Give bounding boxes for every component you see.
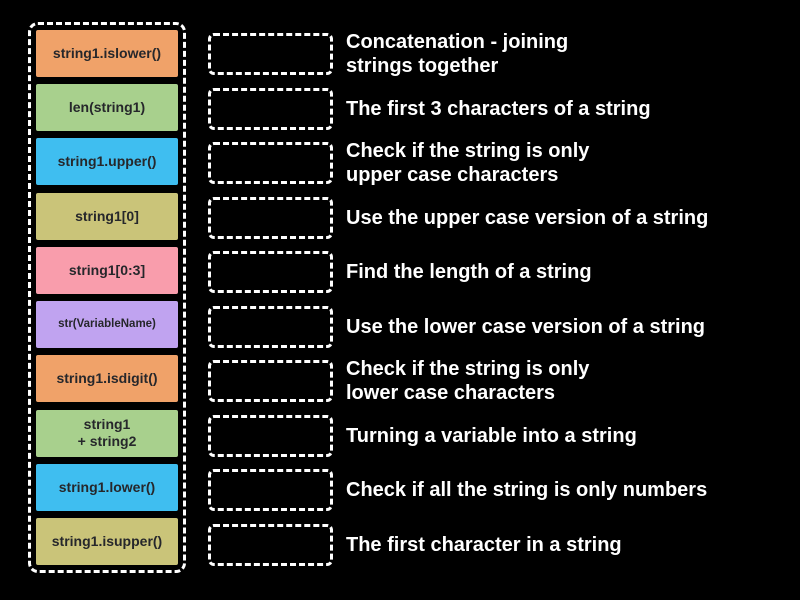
match-row: Check if the string is only lower case c…	[208, 354, 788, 409]
definition-text: Turning a variable into a string	[346, 424, 637, 447]
answer-tile-islower[interactable]: string1.islower()	[36, 30, 178, 77]
drop-zone[interactable]	[208, 469, 333, 512]
match-row: Check if the string is only upper case c…	[208, 136, 788, 191]
answer-tile-label: string1.islower()	[52, 45, 162, 61]
answer-tile-label: string1 + string2	[77, 416, 137, 450]
answer-tile-upper[interactable]: string1.upper()	[36, 138, 178, 186]
answer-tile-lower[interactable]: string1.lower()	[36, 463, 178, 511]
drop-zone[interactable]	[208, 414, 333, 457]
answer-tile-index0[interactable]: string1[0]	[36, 192, 178, 240]
answer-tile-label: len(string1)	[68, 99, 146, 116]
answer-tile-label: str(VariableName)	[58, 318, 156, 331]
match-row: Use the upper case version of a string	[208, 191, 788, 246]
answer-tile-label: string1.isdigit()	[56, 370, 158, 387]
definition-text: The first character in a string	[346, 533, 622, 556]
answer-tile-label: string1.lower()	[58, 478, 156, 495]
definition-text: Check if the string is only upper case c…	[346, 140, 590, 187]
match-row: The first 3 characters of a string	[208, 82, 788, 137]
definition-text: Concatenation - joining strings together	[346, 31, 569, 78]
answer-tile-slice[interactable]: string1[0:3]	[36, 246, 178, 294]
definition-text: Find the length of a string	[346, 261, 592, 284]
drop-zone[interactable]	[208, 360, 333, 403]
drop-zone[interactable]	[208, 87, 333, 130]
match-row: Concatenation - joining strings together	[208, 27, 788, 82]
drop-zone[interactable]	[208, 196, 333, 239]
match-row: Find the length of a string	[208, 245, 788, 300]
drop-zone[interactable]	[208, 305, 333, 348]
answer-tile-label: string1.upper()	[57, 153, 157, 170]
answer-tile-label: string1.isupper()	[51, 532, 163, 549]
match-row: Use the lower case version of a string	[208, 300, 788, 355]
answer-tile-str[interactable]: str(VariableName)	[36, 301, 178, 349]
match-rows: Concatenation - joining strings together…	[208, 27, 788, 572]
definition-text: Use the upper case version of a string	[346, 206, 709, 229]
answer-tile-len[interactable]: len(string1)	[36, 84, 178, 132]
match-row: Turning a variable into a string	[208, 409, 788, 464]
answer-tiles-panel: string1.islower() len(string1) string1.u…	[28, 22, 186, 573]
definition-text: The first 3 characters of a string	[346, 97, 651, 120]
drop-zone[interactable]	[208, 33, 333, 76]
drop-zone[interactable]	[208, 523, 333, 566]
match-row: Check if all the string is only numbers	[208, 463, 788, 518]
definition-text: Use the lower case version of a string	[346, 315, 706, 338]
answer-tile-isupper[interactable]: string1.isupper()	[36, 517, 178, 565]
answer-tile-isdigit[interactable]: string1.isdigit()	[36, 355, 178, 403]
drop-zone[interactable]	[208, 251, 333, 294]
definition-text: Check if all the string is only numbers	[346, 479, 708, 502]
match-row: The first character in a string	[208, 518, 788, 573]
answer-tile-label: string1[0]	[75, 207, 139, 224]
answer-tile-label: string1[0:3]	[68, 261, 146, 278]
answer-tile-concat[interactable]: string1 + string2	[36, 409, 178, 457]
definition-text: Check if the string is only lower case c…	[346, 358, 590, 405]
drop-zone[interactable]	[208, 142, 333, 185]
